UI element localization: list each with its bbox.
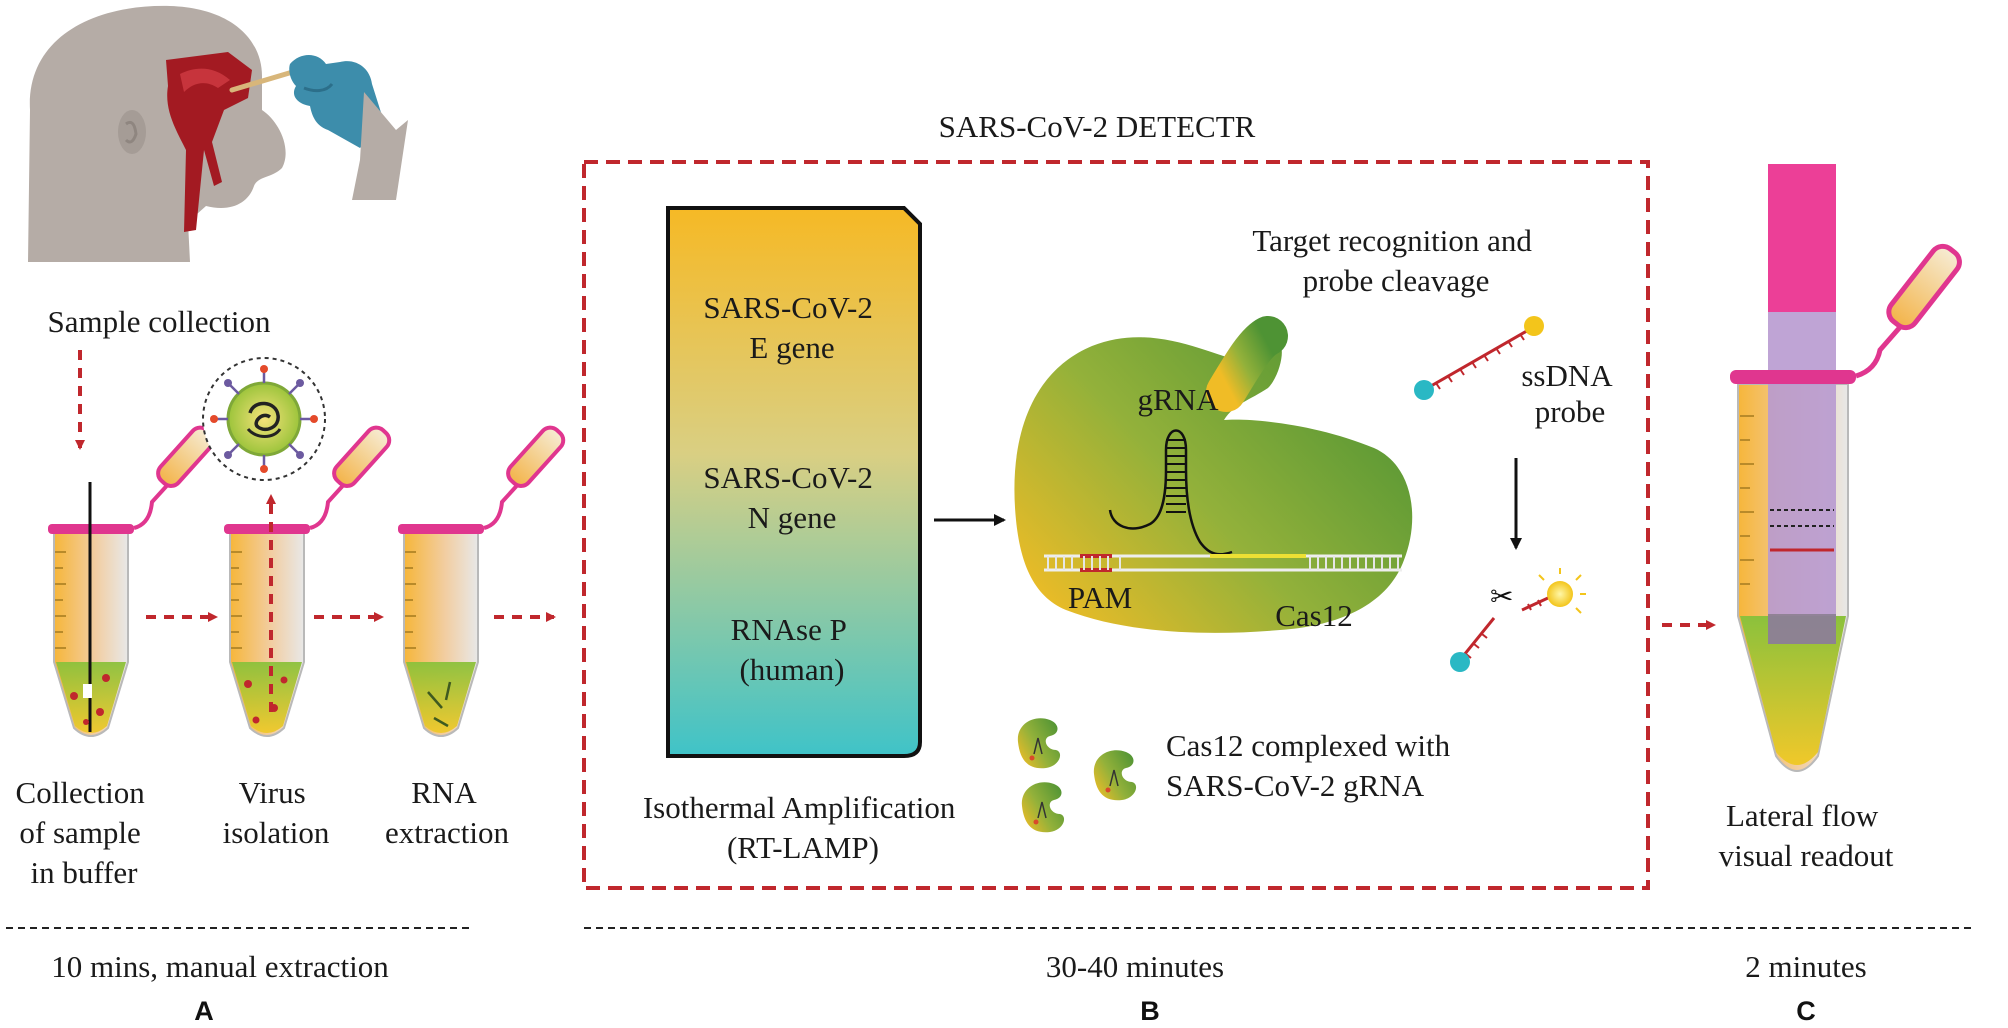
probe-label: ssDNA probe — [1521, 358, 1618, 429]
timing-b: 30-40 minutes — [1046, 949, 1224, 984]
timing-a: 10 mins, manual extraction — [51, 949, 389, 984]
tube-sample-buffer — [46, 421, 220, 738]
amplification-label: Isothermal Amplification (RT-LAMP) — [643, 790, 963, 865]
strip-top — [1768, 164, 1836, 312]
panel-letter-b: B — [1140, 996, 1160, 1026]
step3-label: RNA extraction — [385, 775, 509, 850]
tube-rna-extraction — [396, 421, 570, 738]
cas12-complex-icons — [1017, 717, 1137, 834]
target-n-gene: SARS-CoV-2 N gene — [703, 460, 880, 535]
panel-a: Sample collection — [16, 5, 570, 890]
grna-label: gRNA — [1138, 382, 1220, 417]
nasal-swab-illustration — [28, 5, 408, 262]
readout-label: Lateral flow visual readout — [1719, 798, 1894, 873]
recognition-label: Target recognition and probe cleavage — [1252, 223, 1539, 298]
ssdna-probe — [1414, 316, 1544, 400]
target-e-gene: SARS-CoV-2 E gene — [703, 290, 880, 365]
pam-label: PAM — [1068, 580, 1132, 615]
virus-particle — [202, 357, 326, 481]
grna-stemloop — [1108, 429, 1233, 556]
timeline: 10 mins, manual extraction 30-40 minutes… — [6, 927, 1976, 1026]
step1-label: Collection of sample in buffer — [16, 775, 153, 890]
cleaved-probe: ✂ — [1450, 568, 1586, 672]
scissors-icon: ✂ — [1490, 582, 1513, 613]
sample-collection-label: Sample collection — [48, 304, 271, 339]
target-dna-duplex — [1044, 554, 1402, 572]
detectr-title: SARS-CoV-2 DETECTR — [939, 109, 1256, 144]
lateral-flow-tube — [1730, 164, 1962, 772]
strip-window — [1768, 312, 1836, 644]
panel-letter-c: C — [1796, 996, 1816, 1026]
complex-label: Cas12 complexed with SARS-CoV-2 gRNA — [1166, 728, 1458, 803]
cas12-protein — [1014, 337, 1413, 633]
cas12-label: Cas12 — [1275, 598, 1353, 633]
detectr-frame — [582, 160, 1650, 890]
target-rnase-p: RNAse P (human) — [731, 612, 854, 687]
step2-label: Virus isolation — [223, 775, 330, 850]
panel-b: SARS-CoV-2 DETECTR SARS-CoV-2 E gene SAR… — [582, 109, 1650, 890]
panel-c: Lateral flow visual readout — [1719, 164, 1962, 873]
timing-c: 2 minutes — [1745, 949, 1866, 984]
panel-letter-a: A — [194, 996, 214, 1026]
amplification-box — [666, 206, 922, 758]
